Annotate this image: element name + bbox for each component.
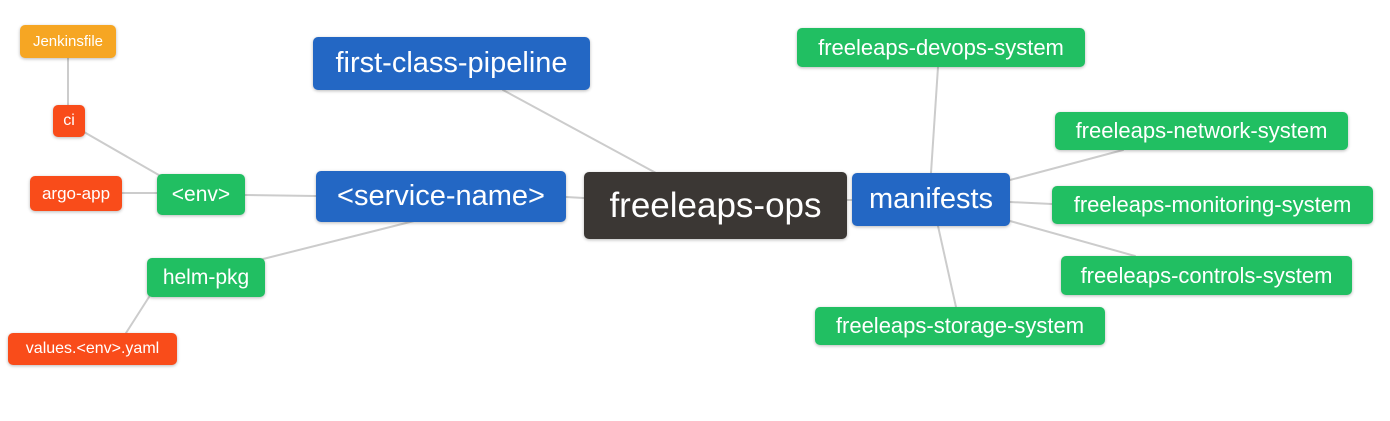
node-first-class-pipeline[interactable]: first-class-pipeline	[313, 37, 590, 90]
edge-helm-pkg-to-service-name	[262, 220, 415, 260]
edge-manifests-to-freeleaps-monitoring-system	[1009, 201, 1053, 205]
node-freeleaps-ops[interactable]: freeleaps-ops	[584, 172, 847, 239]
node-helm-pkg[interactable]: helm-pkg	[147, 258, 265, 297]
node-manifests[interactable]: manifests	[852, 173, 1010, 226]
edge-manifests-to-freeleaps-devops-system	[930, 66, 939, 174]
node-freeleaps-monitoring-system[interactable]: freeleaps-monitoring-system	[1052, 186, 1373, 224]
node-service-name[interactable]: <service-name>	[316, 171, 566, 222]
edge-manifests-to-freeleaps-storage-system	[937, 225, 957, 308]
edge-env-to-service-name	[244, 194, 317, 197]
node-values-env-yaml[interactable]: values.<env>.yaml	[8, 333, 177, 365]
edge-helm-pkg-to-values-env-yaml	[125, 296, 150, 334]
node-argo-app[interactable]: argo-app	[30, 176, 122, 211]
node-ci[interactable]: ci	[53, 105, 85, 137]
node-freeleaps-controls-system[interactable]: freeleaps-controls-system	[1061, 256, 1352, 295]
node-freeleaps-devops-system[interactable]: freeleaps-devops-system	[797, 28, 1085, 67]
node-env[interactable]: <env>	[157, 174, 245, 215]
edge-first-class-pipeline-to-freeleaps-ops	[502, 89, 657, 174]
edge-ci-to-env	[83, 131, 165, 179]
node-freeleaps-network-system[interactable]: freeleaps-network-system	[1055, 112, 1348, 150]
node-jenkinsfile[interactable]: Jenkinsfile	[20, 25, 116, 58]
edge-service-name-to-freeleaps-ops	[565, 196, 585, 199]
node-freeleaps-storage-system[interactable]: freeleaps-storage-system	[815, 307, 1105, 345]
edge-manifests-to-freeleaps-network-system	[1009, 149, 1124, 181]
edge-manifests-to-freeleaps-controls-system	[1009, 220, 1136, 257]
